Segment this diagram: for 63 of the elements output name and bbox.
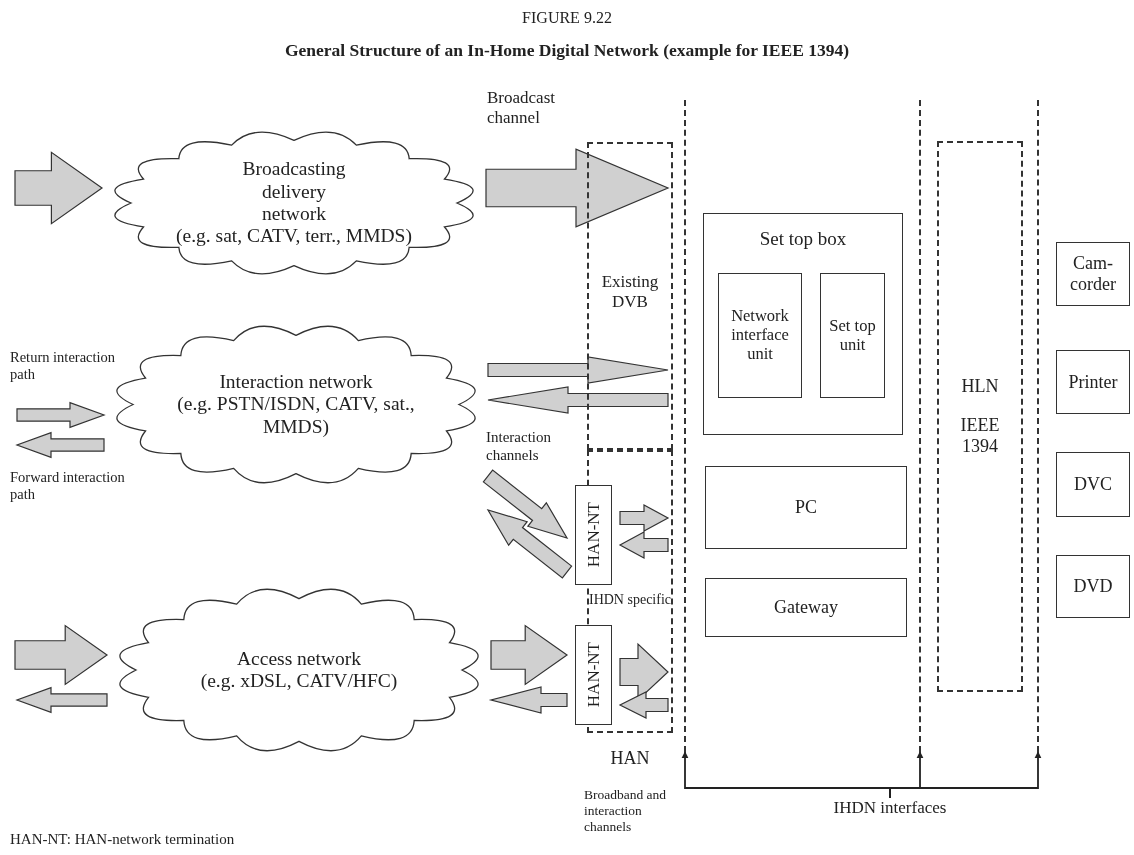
block-arrow (488, 686, 568, 714)
region-text: Existing DVB (600, 272, 660, 312)
device-box (1056, 555, 1130, 618)
box-text: Cam-corder (1069, 253, 1117, 295)
edge-label: Broadcast channel (487, 88, 556, 129)
arrow (889, 751, 1042, 799)
box-text: Printer (1068, 371, 1118, 393)
region-label: HAN (609, 748, 651, 769)
annotation: Interaction channels (486, 428, 552, 464)
block-arrow (490, 624, 569, 686)
cloud-text: Broadcasting delivery network (241, 158, 347, 226)
block-arrow (486, 509, 573, 579)
region-text: IEEE 1394 (959, 415, 1001, 457)
box-text: Network interface unit (730, 307, 790, 364)
block-arrow (487, 386, 669, 414)
edge-label: Return interaction path (10, 349, 117, 384)
device-box (1056, 452, 1130, 517)
diagram-title: General Structure of an In-Home Digital Network (example for IEEE 1394) (283, 40, 851, 61)
termination-box (575, 625, 612, 725)
box-text: Gateway (774, 597, 838, 618)
cloud-text: (e.g. PSTN/ISDN, CATV, sat., MMDS) (176, 393, 416, 439)
region-text: IHDN specific (588, 592, 672, 609)
interface-line (1037, 100, 1039, 752)
block-arrow (14, 624, 109, 686)
annotation: Broadband and interaction channels (584, 787, 668, 836)
block-arrow (15, 686, 108, 714)
figure-number: FIGURE 9.22 (521, 8, 613, 28)
component-box (705, 466, 907, 549)
edge-label: Forward interaction path (10, 469, 126, 504)
box-text: PC (795, 497, 817, 518)
termination-text: HAN-NT (583, 642, 604, 708)
footnote: HAN-NT: HAN-network termination (10, 830, 236, 848)
interface-label: IHDN interfaces (815, 798, 965, 822)
block-arrow (14, 151, 104, 225)
component-box (705, 578, 907, 637)
block-arrow (482, 469, 569, 539)
cloud-text: Access network (237, 647, 361, 670)
device-box (1056, 242, 1130, 306)
box-text: DVD (1073, 576, 1113, 597)
region-text: HLN (961, 376, 999, 398)
box-text: DVC (1074, 474, 1112, 495)
block-arrow (487, 356, 669, 384)
box-text: Set top unit (828, 316, 877, 355)
block-arrow (618, 691, 669, 719)
cloud-text: (e.g. sat, CATV, terr., MMDS) (176, 225, 412, 248)
termination-box (575, 485, 612, 585)
interface-line (684, 100, 686, 752)
component-box (820, 273, 885, 398)
set-top-box (703, 213, 903, 435)
component-box (718, 273, 802, 398)
device-box (1056, 350, 1130, 414)
cloud-text: Interaction network (219, 370, 373, 394)
cloud-text: (e.g. xDSL, CATV/HFC) (200, 670, 398, 693)
dashed-region-box (937, 141, 1023, 692)
block-arrow (15, 431, 105, 459)
block-arrow (485, 148, 670, 228)
dashed-region-box (587, 142, 673, 450)
block-arrow (16, 401, 106, 429)
box-title: Set top box (758, 228, 848, 250)
block-arrow (619, 504, 670, 532)
termination-text: HAN-NT (583, 502, 604, 568)
block-arrow (618, 531, 669, 559)
interface-line (919, 100, 921, 752)
